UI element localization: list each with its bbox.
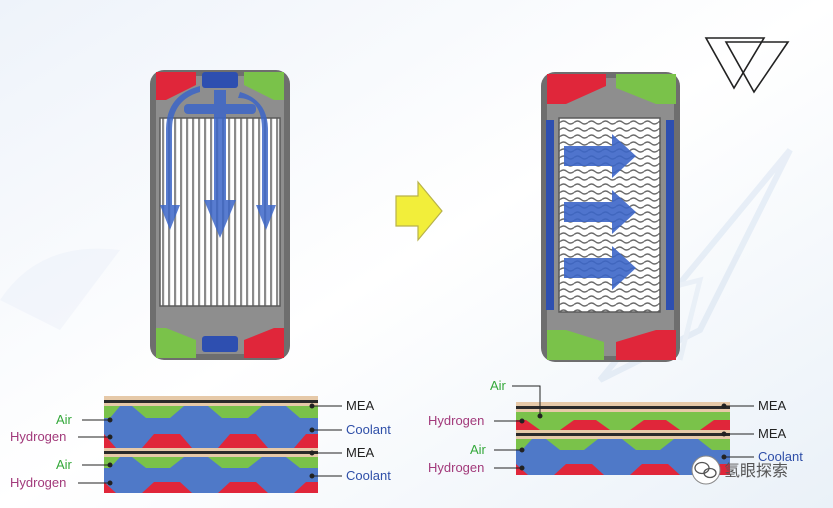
- inlet-blue: [202, 72, 238, 88]
- label-hydrogen-2: Hydrogen: [10, 475, 66, 490]
- watermark-text: 氢眼探索: [724, 461, 788, 480]
- label-coolant-2: Coolant: [346, 468, 391, 483]
- inlet-red: [156, 72, 196, 100]
- outlet-green: [156, 328, 196, 358]
- label-air-3: Air: [490, 378, 507, 393]
- watermark: 氢眼探索: [691, 455, 788, 485]
- label-air-4: Air: [470, 442, 487, 457]
- transition-arrow: [395, 180, 443, 242]
- label-air-1: Air: [56, 412, 73, 427]
- wavy-flow-plate: [541, 72, 680, 362]
- label-coolant-3: Coolant: [758, 449, 803, 464]
- label-hydrogen-1: Hydrogen: [10, 429, 66, 444]
- vertical-flow-arrows: [160, 86, 276, 238]
- outlet-blue: [202, 336, 238, 352]
- outlet-red: [244, 328, 284, 358]
- label-coolant-1: Coolant: [346, 422, 391, 437]
- label-mea-1: MEA: [346, 398, 375, 413]
- cross-section-left: Air Hydrogen Air Hydrogen MEA Coolant ME…: [10, 396, 391, 493]
- label-hydrogen-3: Hydrogen: [428, 413, 484, 428]
- cross-section-right: Air Hydrogen Air Hydrogen MEA MEA Coolan…: [428, 378, 803, 475]
- inlet-red: [547, 74, 606, 104]
- coolant-manifold-right: [666, 120, 674, 310]
- outlet-green: [547, 330, 604, 360]
- label-air-2: Air: [56, 457, 73, 472]
- inlet-green: [616, 74, 676, 104]
- label-hydrogen-4: Hydrogen: [428, 460, 484, 475]
- label-mea-3: MEA: [758, 398, 787, 413]
- straight-flow-plate: [150, 70, 290, 360]
- outlet-red: [616, 330, 676, 360]
- coolant-manifold-left: [546, 120, 554, 310]
- horizontal-flow-arrows: [564, 134, 636, 290]
- label-mea-4: MEA: [758, 426, 787, 441]
- label-mea-2: MEA: [346, 445, 375, 460]
- inlet-green: [244, 72, 284, 100]
- logo-triangles: [704, 37, 790, 94]
